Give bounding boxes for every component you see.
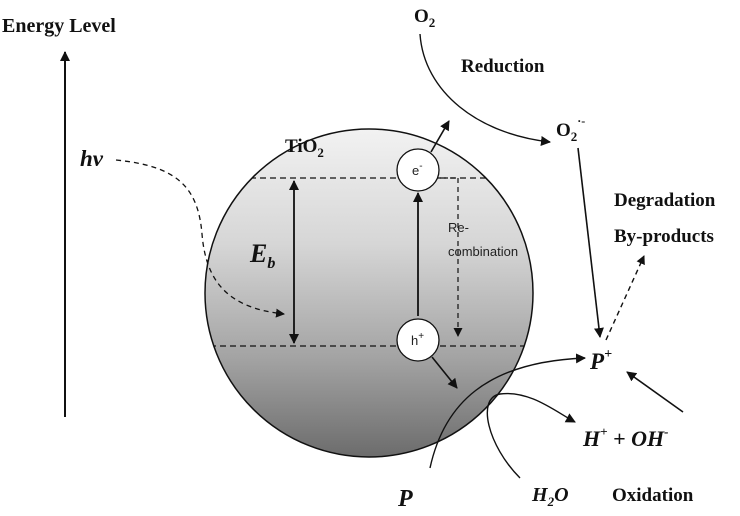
- reduction-label: Reduction: [461, 56, 545, 77]
- photon-path: [115, 159, 285, 318]
- byproducts-label: By-products: [614, 226, 714, 247]
- pplus-label: P+: [589, 347, 612, 374]
- electron-out-arrow: [430, 120, 450, 153]
- eb-label: Eb: [249, 239, 275, 272]
- hole-label: h+: [411, 331, 424, 348]
- oxidation-label: Oxidation: [612, 485, 694, 506]
- pplus-to-byproducts-arrow: [605, 255, 645, 341]
- tio2-particle: [204, 128, 534, 458]
- h-oh-label: H+ + OH-: [582, 424, 668, 451]
- radical-to-pplus-arrow: [577, 147, 604, 338]
- degradation-label: Degradation: [614, 190, 716, 211]
- o2-label: O2: [414, 6, 435, 30]
- hv-label: hv: [80, 146, 104, 171]
- h2o-label: H2O: [531, 484, 569, 509]
- tio2-label: TiO2: [285, 136, 324, 160]
- o2-to-radical-curve: [419, 33, 551, 146]
- o2-radical-label: O2·-: [556, 114, 585, 144]
- p-to-pplus-curve: [429, 353, 586, 469]
- h2o-to-products-curve: [486, 392, 576, 479]
- p-label: P: [397, 486, 413, 512]
- energy-level-label: Energy Level: [2, 15, 116, 37]
- oh-to-pplus-arrow: [626, 371, 684, 413]
- recombination-label-2: combination: [448, 244, 518, 259]
- electron-circle: [396, 148, 440, 192]
- recombination-label-1: Re-: [448, 220, 469, 235]
- hole-circle: [396, 318, 440, 362]
- hole-out-arrow: [431, 356, 458, 389]
- electron-label: e-: [412, 161, 423, 178]
